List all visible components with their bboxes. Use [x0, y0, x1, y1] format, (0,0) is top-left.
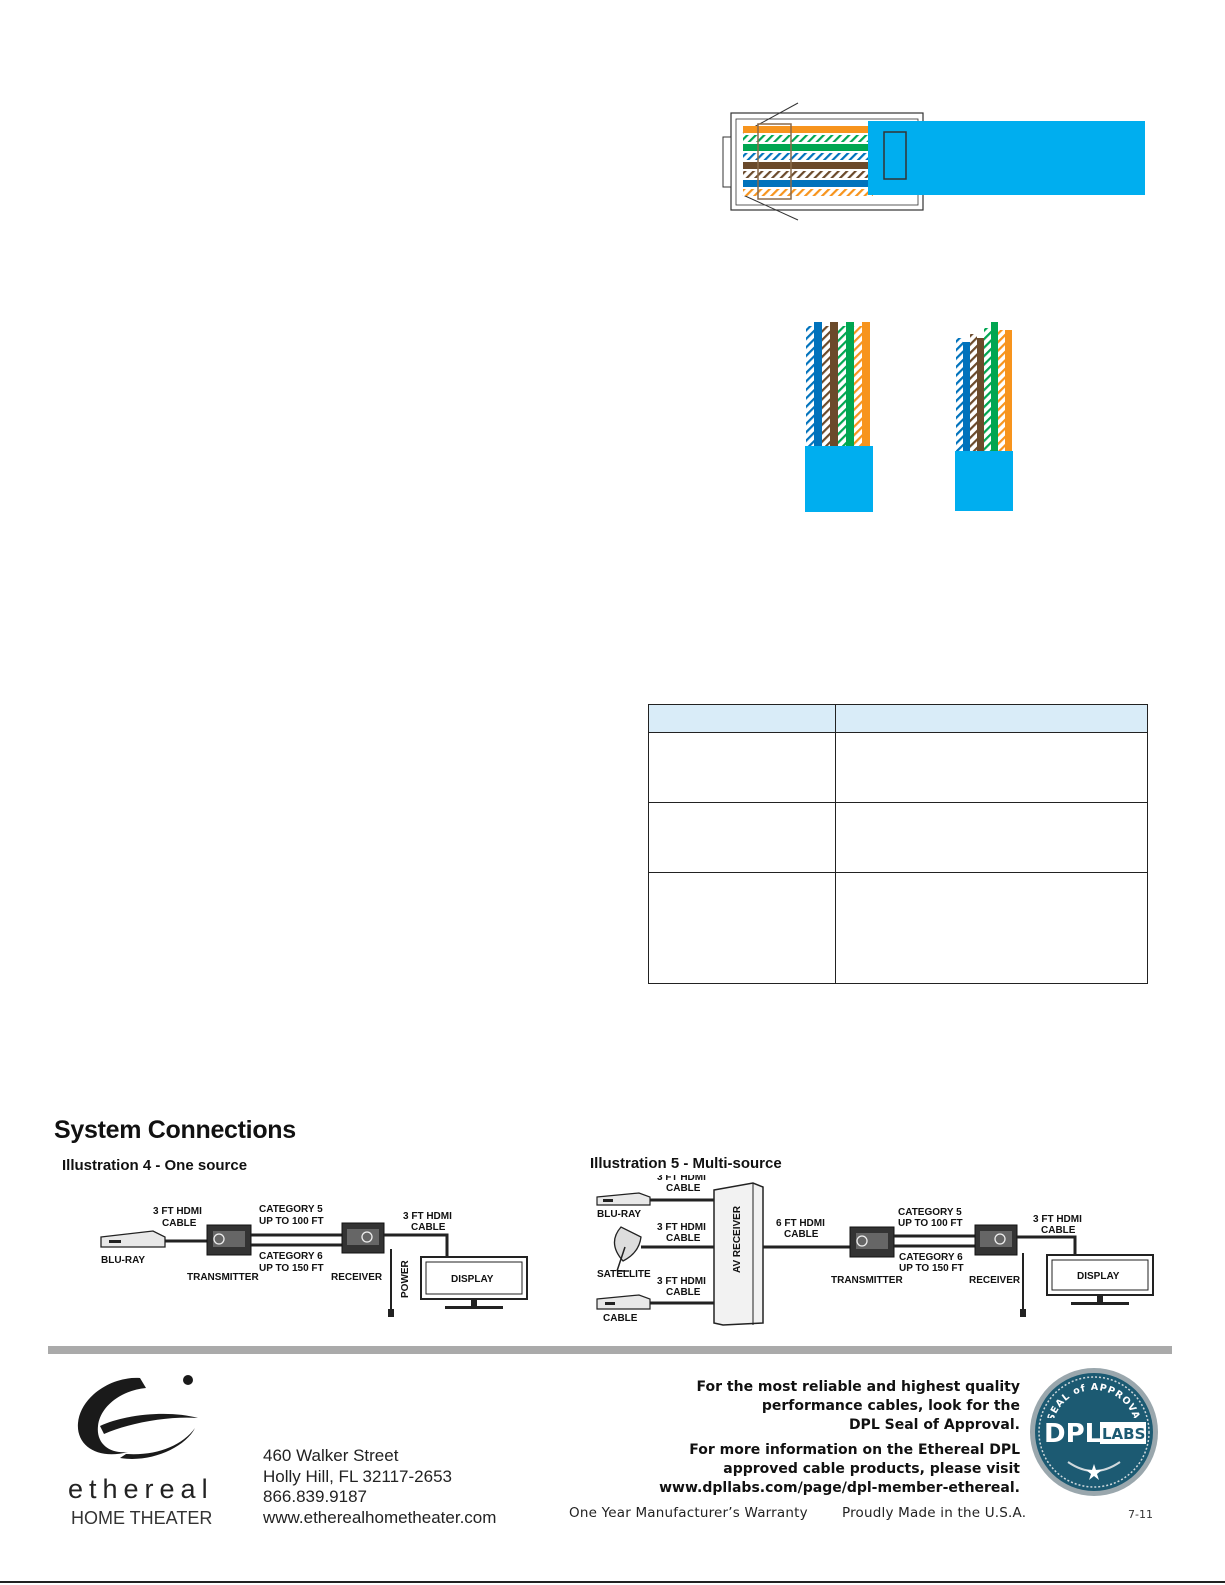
label-hdmi-in: 3 FT HDMI: [153, 1206, 202, 1217]
label-cat5-length: UP TO 100 FT: [898, 1218, 963, 1229]
label-cat6-length: UP TO 150 FT: [899, 1263, 964, 1274]
made-in-usa-note: Proudly Made in the U.S.A.: [842, 1505, 1027, 1521]
label-bluray: BLU-RAY: [597, 1209, 641, 1220]
dpl-info-line: approved cable products, please visit: [723, 1461, 1020, 1477]
label-bluray: BLU-RAY: [101, 1255, 145, 1266]
label-cat5-length: UP TO 100 FT: [259, 1216, 324, 1227]
label-hdmi-b-cable: CABLE: [666, 1233, 701, 1244]
label-cat6: CATEGORY 6: [259, 1251, 323, 1262]
table-row: [648, 802, 1148, 874]
logo-subtitle: HOME THEATER: [71, 1508, 213, 1528]
label-transmitter: TRANSMITTER: [831, 1275, 903, 1286]
display-icon: [1046, 1254, 1154, 1305]
transmitter-icon: [206, 1224, 252, 1256]
seal-dpl: DPL: [1044, 1419, 1101, 1449]
table-cell: [835, 802, 1148, 874]
table-row: [648, 731, 1148, 804]
warranty-note: One Year Manufacturer’s Warranty: [569, 1505, 808, 1521]
label-cable: CABLE: [603, 1313, 638, 1324]
label-display: DISPLAY: [451, 1274, 494, 1285]
label-receiver: RECEIVER: [331, 1272, 383, 1283]
label-cat6: CATEGORY 6: [899, 1252, 963, 1263]
label-satellite: SATELLITE: [597, 1269, 651, 1280]
logo-wordmark: ethereal: [68, 1474, 214, 1504]
section-heading: System Connections: [54, 1116, 296, 1144]
bluray-player-icon: [100, 1230, 166, 1248]
seal-labs: LABS: [1102, 1425, 1145, 1443]
stripped-wires-illustration: [805, 322, 1013, 512]
dpl-info-link[interactable]: www.dpllabs.com/page/dpl-member-ethereal…: [659, 1480, 1020, 1496]
label-cat6-length: UP TO 150 FT: [259, 1263, 324, 1274]
label-receiver: RECEIVER: [969, 1275, 1021, 1286]
satellite-dish-icon: [613, 1226, 642, 1272]
dpl-note-line: For the most reliable and highest qualit…: [696, 1379, 1020, 1395]
table-cell: [648, 872, 836, 984]
dpl-seal-icon: SEAL of APPROVAL DPL LABS: [1030, 1368, 1158, 1496]
table-row: [648, 872, 1148, 984]
dpl-info-line: For more information on the Ethereal DPL: [689, 1442, 1020, 1458]
illustration-5-title: Illustration 5 - Multi-source: [590, 1155, 782, 1172]
label-av-receiver: AV RECEIVER: [732, 1205, 743, 1273]
receiver-icon: [974, 1224, 1018, 1256]
spec-table: [648, 704, 1148, 984]
bluray-player-icon: [596, 1192, 651, 1206]
date-code: 7-11: [1128, 1508, 1153, 1521]
label-display: DISPLAY: [1077, 1271, 1120, 1282]
label-hdmi-a-cable: CABLE: [666, 1183, 701, 1194]
illustration-4-title: Illustration 4 - One source: [62, 1157, 248, 1174]
address-phone: 866.839.9187: [263, 1487, 367, 1506]
label-hdmi-c-cable: CABLE: [666, 1287, 701, 1298]
illustration-4-diagram: 3 FT HDMI CABLE BLU-RAY CATEGORY 5 UP TO…: [100, 1205, 528, 1317]
label-hdmi-in-cable: CABLE: [162, 1218, 197, 1229]
label-hdmi-out: 3 FT HDMI: [403, 1211, 452, 1222]
av-receiver-icon: [713, 1182, 764, 1326]
table-cell: [648, 802, 836, 874]
label-hdmi-out: 3 FT HDMI: [1033, 1214, 1082, 1225]
table-cell: [835, 731, 1148, 804]
table-header-row: [648, 704, 1148, 733]
ethereal-logo-icon: [77, 1375, 198, 1459]
table-header-cell: [648, 704, 836, 733]
dpl-seal-note: For the most reliable and highest qualit…: [640, 1378, 1020, 1435]
company-address: 460 Walker Street Holly Hill, FL 32117-2…: [263, 1446, 496, 1528]
bottom-rule: [0, 1581, 1225, 1583]
footer-divider: [48, 1346, 1172, 1354]
dpl-info-note: For more information on the Ethereal DPL…: [640, 1441, 1020, 1498]
illustration-5-diagram: 3 FT HDMI CABLE BLU-RAY 3 FT HDMI CABLE …: [596, 1175, 1154, 1326]
label-hdmi-6ft-cable: CABLE: [784, 1229, 819, 1240]
dpl-note-line: DPL Seal of Approval.: [848, 1417, 1020, 1433]
transmitter-icon: [849, 1226, 895, 1258]
receiver-icon: [341, 1222, 385, 1254]
label-hdmi-out-cable: CABLE: [411, 1222, 446, 1233]
dpl-note-line: performance cables, look for the: [761, 1398, 1020, 1414]
label-power: POWER: [400, 1259, 411, 1298]
label-hdmi-6ft: 6 FT HDMI: [776, 1218, 825, 1229]
address-street: 460 Walker Street: [263, 1446, 399, 1465]
label-hdmi-out-cable: CABLE: [1041, 1225, 1076, 1236]
address-city: Holly Hill, FL 32117-2653: [263, 1466, 452, 1486]
table-cell: [648, 731, 836, 804]
label-hdmi-a: 3 FT HDMI: [657, 1175, 706, 1183]
cable-box-icon: [596, 1294, 651, 1310]
label-transmitter: TRANSMITTER: [187, 1272, 259, 1283]
label-cat5: CATEGORY 5: [898, 1207, 962, 1218]
table-header-cell: [835, 704, 1148, 733]
display-icon: [420, 1256, 528, 1309]
label-cat5: CATEGORY 5: [259, 1205, 323, 1215]
rj45-plug-illustration: [722, 102, 1145, 221]
table-cell: [835, 872, 1148, 984]
label-hdmi-c: 3 FT HDMI: [657, 1276, 706, 1287]
label-hdmi-b: 3 FT HDMI: [657, 1222, 706, 1233]
address-website[interactable]: www.etherealhometheater.com: [263, 1507, 497, 1527]
